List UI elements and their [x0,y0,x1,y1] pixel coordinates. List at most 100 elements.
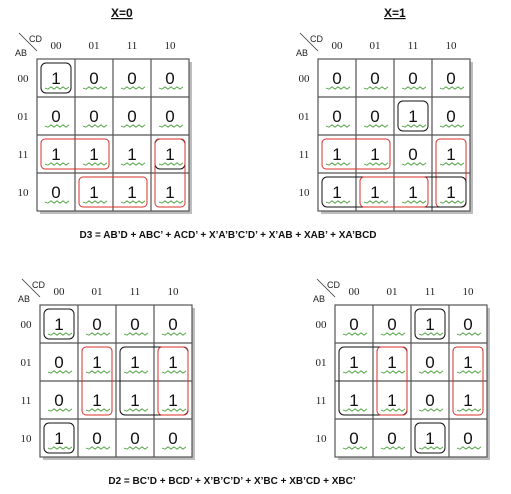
spell-squiggle [85,446,111,450]
spell-squiggle [158,124,184,128]
cell-value: 0 [370,69,379,88]
cell-value: 0 [165,69,174,88]
row-label: 01 [299,111,310,123]
col-label: 01 [387,286,398,298]
spell-squiggle [158,200,184,204]
cell-value: 1 [349,391,358,410]
cell-value: 1 [425,429,434,448]
row-label: 11 [316,395,327,407]
cell-value: 0 [446,69,455,88]
cell-value: 0 [92,315,101,334]
spell-squiggle [123,370,149,374]
cell-value: 1 [370,183,379,202]
cell-value: 1 [51,69,60,88]
spell-squiggle [456,446,482,450]
col-var-label: CD [310,34,323,44]
cell-value: 0 [127,107,136,126]
spell-squiggle [47,332,73,336]
cell-value: 0 [425,391,434,410]
equation-d3: D3 = AB’D + ABC’ + ACD’ + X’A’B’C’D’ + X… [79,230,376,241]
spell-squiggle [418,332,444,336]
cell-value: 0 [408,145,417,164]
row-label: 10 [316,433,328,445]
spell-squiggle [47,446,73,450]
spell-squiggle [44,162,70,166]
cell-value: 0 [387,429,396,448]
spell-squiggle [123,446,149,450]
cell-value: 0 [89,107,98,126]
row-label: 01 [21,357,32,369]
cell-value: 0 [51,183,60,202]
col-label: 10 [165,40,177,52]
spell-squiggle [439,124,465,128]
spell-squiggle [418,370,444,374]
col-label: 11 [425,286,436,298]
spell-squiggle [44,124,70,128]
spell-squiggle [161,332,187,336]
spell-squiggle [85,408,111,412]
row-label: 11 [299,149,310,161]
spell-squiggle [325,86,351,90]
spell-squiggle [401,200,427,204]
red-group-outline [452,346,484,416]
spell-squiggle [325,162,351,166]
cell-value: 0 [332,69,341,88]
cell-value: 1 [168,391,177,410]
row-var-label: AB [313,294,325,304]
spell-squiggle [401,124,427,128]
col-label: 11 [127,40,138,52]
spell-squiggle [120,124,146,128]
corner-diagonal [21,278,41,298]
cell-value: 0 [54,353,63,372]
spell-squiggle [418,446,444,450]
col-var-label: CD [29,34,42,44]
spell-squiggle [342,446,368,450]
cell-value: 1 [349,353,358,372]
cell-value: 0 [349,315,358,334]
cell-value: 1 [168,353,177,372]
cell-value: 1 [51,145,60,164]
spell-squiggle [456,332,482,336]
cell-value: 0 [463,315,472,334]
spell-squiggle [82,86,108,90]
spell-squiggle [44,200,70,204]
cell-value: 1 [408,183,417,202]
col-label: 00 [332,40,344,52]
cell-value: 1 [54,315,63,334]
black-group-outline [397,100,429,132]
spell-squiggle [158,162,184,166]
spell-squiggle [342,370,368,374]
row-label: 01 [18,111,29,123]
cell-value: 1 [92,391,101,410]
row-label: 00 [299,73,311,85]
cell-value: 0 [51,107,60,126]
cell-value: 1 [332,145,341,164]
row-label: 00 [316,319,328,331]
spell-squiggle [82,162,108,166]
spell-squiggle [82,200,108,204]
spell-squiggle [161,446,187,450]
spell-squiggle [380,408,406,412]
spell-squiggle [120,200,146,204]
red-group-outline [359,176,429,208]
red-group-outline [157,346,189,416]
col-label: 01 [370,40,381,52]
title-x0: X=0 [111,6,133,20]
black-group-outline [43,308,75,340]
spell-squiggle [342,332,368,336]
cell-value: 0 [130,315,139,334]
spell-squiggle [363,200,389,204]
red-group-outline [78,176,148,208]
red-group-outline [81,346,113,416]
cell-value: 0 [446,107,455,126]
spell-squiggle [161,370,187,374]
col-label: 01 [92,286,103,298]
spell-squiggle [123,332,149,336]
cell-value: 1 [387,391,396,410]
corner-diagonal [299,32,319,52]
cell-value: 0 [165,107,174,126]
cell-value: 1 [127,145,136,164]
spell-squiggle [363,162,389,166]
row-var-label: AB [15,48,27,58]
col-label: 00 [54,286,66,298]
